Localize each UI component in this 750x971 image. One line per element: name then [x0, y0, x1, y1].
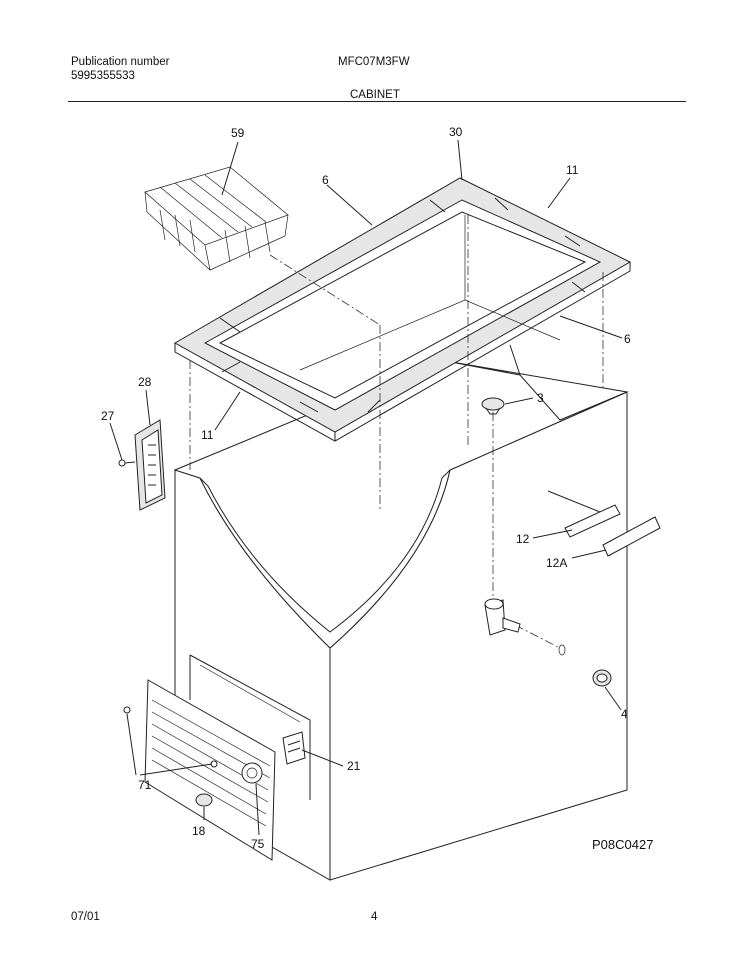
part-callouts: 59 30 6 11 6 28 27 11 3 12 12A 4 21 71 1…: [101, 125, 631, 851]
wire-basket: [144, 166, 289, 271]
alignment-lines: [189, 215, 604, 649]
callout-28: 28: [138, 375, 152, 389]
publication-number-label: Publication number: [71, 56, 170, 68]
callout-12: 12: [516, 532, 530, 546]
callout-75: 75: [251, 837, 265, 851]
callout-59: 59: [231, 126, 245, 140]
callout-27: 27: [101, 409, 115, 423]
page-number: 4: [371, 911, 378, 923]
hinge-assembly: [118, 419, 166, 511]
callout-6-top: 6: [322, 173, 329, 187]
lid-gasket-frame: [173, 177, 632, 442]
callout-11-top: 11: [566, 163, 579, 177]
section-title: CABINET: [350, 89, 400, 101]
header-divider: [68, 101, 686, 102]
callout-18: 18: [192, 824, 206, 838]
leader-lines: [109, 139, 623, 836]
grille-assembly: [123, 679, 306, 861]
callout-4: 4: [621, 707, 628, 721]
callout-11-left: 11: [201, 428, 214, 442]
footer-date: 07/01: [71, 911, 100, 923]
publication-number: 5995355533: [71, 70, 135, 82]
callout-21: 21: [347, 759, 361, 773]
callout-30: 30: [449, 125, 463, 139]
cabinet-body: [173, 344, 629, 881]
callout-6-right: 6: [624, 332, 631, 346]
model-number: MFC07M3FW: [338, 56, 410, 68]
drain-tube: [484, 598, 612, 687]
diagram-code: P08C0427: [592, 837, 654, 852]
callout-71: 71: [138, 778, 152, 792]
callout-12a: 12A: [546, 556, 567, 570]
labels-12-12a: [547, 490, 661, 557]
drain-plug: [481, 397, 505, 415]
callout-3: 3: [537, 391, 544, 405]
